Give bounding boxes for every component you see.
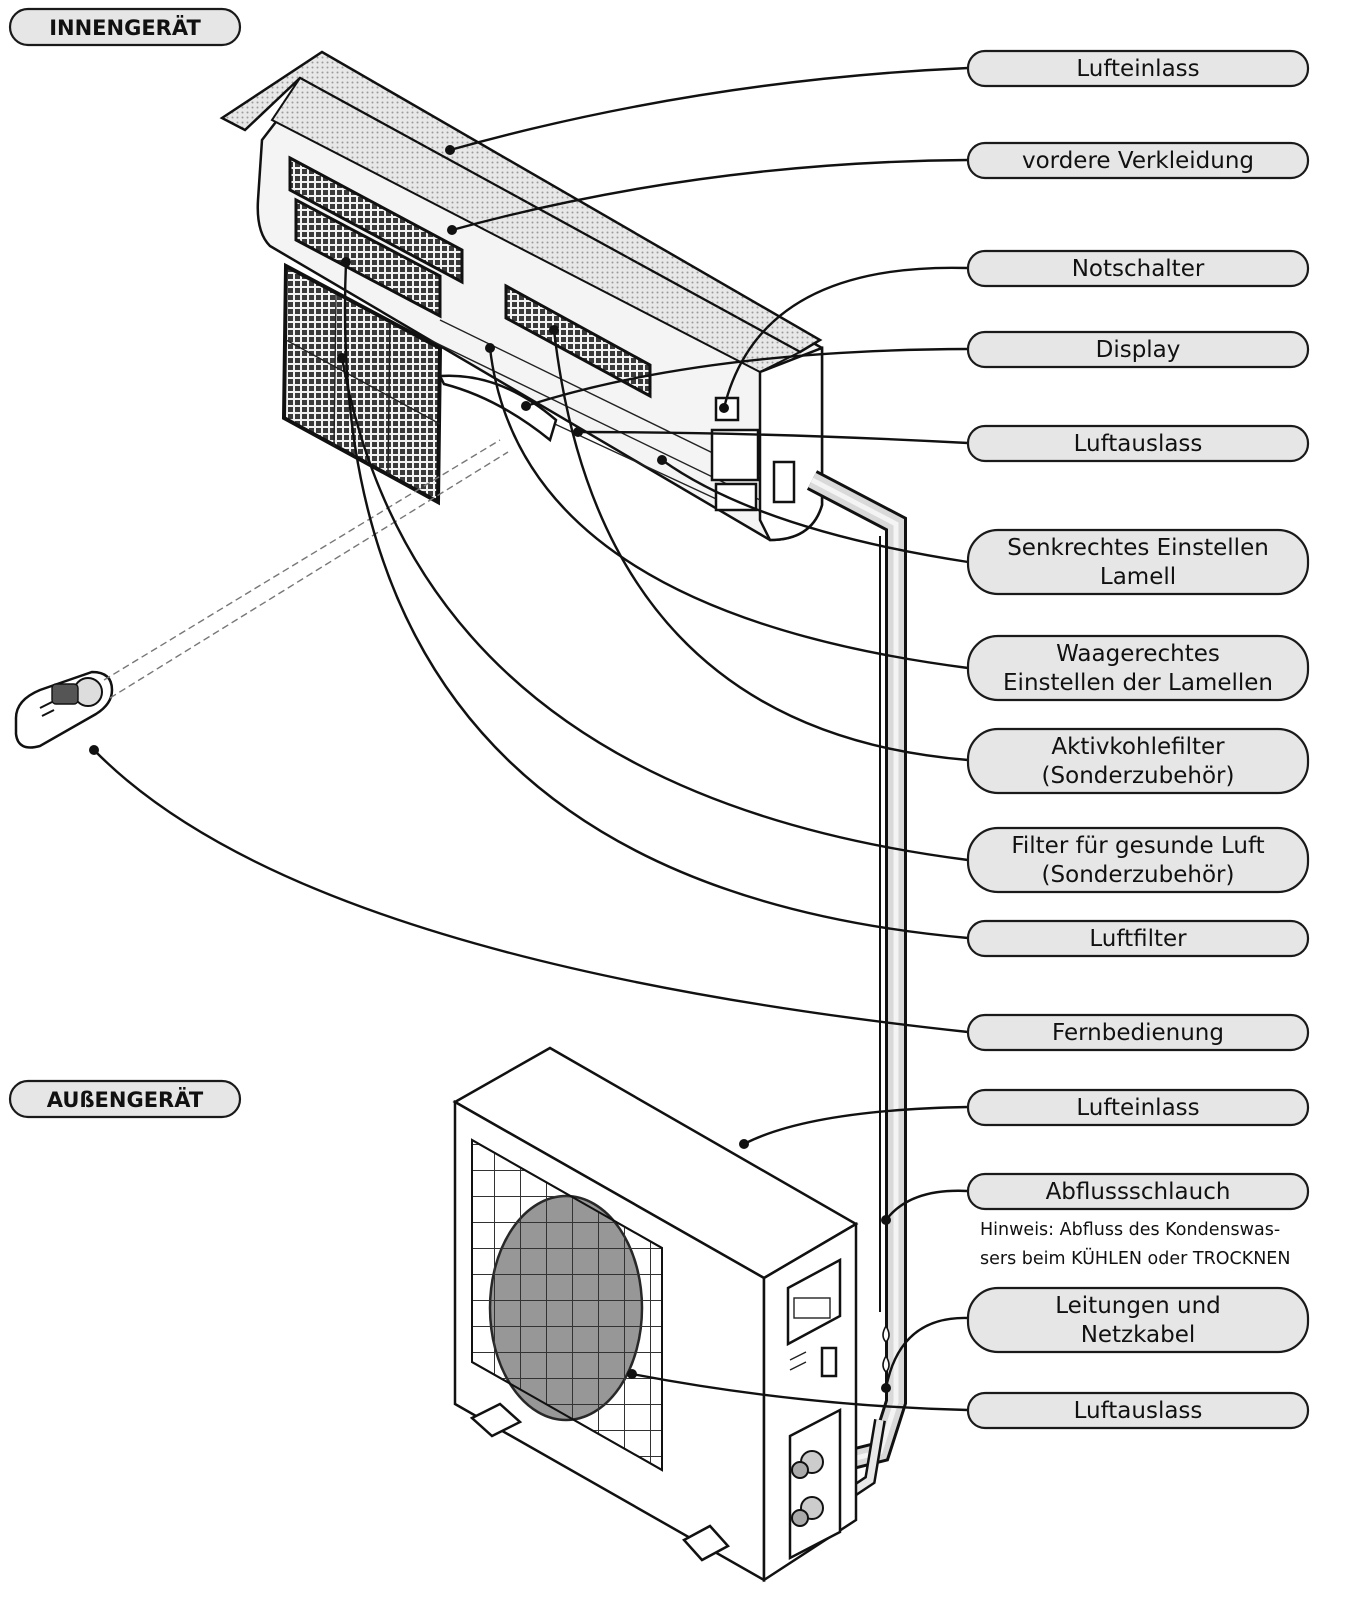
label-horizontal-louver: Waagerechtes Einstellen der Lamellen [966, 634, 1310, 702]
label-vertical-louver-line2: Lamell [1100, 564, 1176, 590]
label-health-filter-line1: Filter für gesunde Luft [1011, 833, 1264, 859]
label-carbon-filter-line2: (Sonderzubehör) [1042, 763, 1235, 789]
label-indoor-air-inlet: Lufteinlass [966, 49, 1310, 88]
label-carbon-filter-line1: Aktivkohlefilter [1051, 734, 1225, 760]
label-vertical-louver-line1: Senkrechtes Einstellen [1007, 535, 1269, 561]
section-outdoor-title: AUßENGERÄT [47, 1087, 204, 1112]
connecting-pipe [806, 470, 907, 1505]
drain-note-line1: Hinweis: Abfluss des Kondenswas- [980, 1220, 1280, 1240]
label-air-filter: Luftfilter [966, 919, 1310, 958]
label-remote-control: Fernbedienung [966, 1013, 1310, 1052]
label-horizontal-louver-line1: Waagerechtes [1056, 641, 1220, 667]
label-outdoor-air-outlet-text: Luftauslass [1074, 1398, 1203, 1424]
label-display: Display [966, 330, 1310, 369]
indoor-unit [219, 50, 824, 542]
section-indoor-title: INNENGERÄT [49, 15, 201, 40]
label-front-panel: vordere Verkleidung [966, 141, 1310, 180]
section-outdoor: AUßENGERÄT [8, 1079, 242, 1119]
label-carbon-filter: Aktivkohlefilter (Sonderzubehör) [966, 727, 1310, 795]
label-outdoor-air-inlet-text: Lufteinlass [1076, 1095, 1199, 1121]
section-indoor: INNENGERÄT [8, 7, 242, 47]
leader-lines [93, 66, 969, 1412]
remote-control-drawing [14, 670, 114, 749]
leader-dots [89, 145, 891, 1393]
drain-note: Hinweis: Abfluss des Kondenswas- sers be… [980, 1220, 1290, 1269]
label-emergency-switch: Notschalter [966, 249, 1310, 288]
label-outdoor-air-inlet: Lufteinlass [966, 1088, 1310, 1127]
label-horizontal-louver-line2: Einstellen der Lamellen [1003, 670, 1273, 696]
label-health-filter: Filter für gesunde Luft (Sonderzubehör) [966, 826, 1310, 894]
label-emergency-switch-text: Notschalter [1072, 256, 1205, 282]
label-front-panel-text: vordere Verkleidung [1022, 148, 1254, 174]
outdoor-unit [452, 1046, 859, 1583]
label-remote-control-text: Fernbedienung [1052, 1020, 1224, 1046]
label-pipes-cable: Leitungen und Netzkabel [966, 1286, 1310, 1354]
label-outdoor-air-outlet: Luftauslass [966, 1391, 1310, 1430]
label-drain-hose: Abflussschlauch [966, 1172, 1310, 1211]
label-drain-hose-text: Abflussschlauch [1046, 1179, 1231, 1205]
label-vertical-louver: Senkrechtes Einstellen Lamell [966, 528, 1310, 596]
label-indoor-air-outlet-text: Luftauslass [1074, 431, 1203, 457]
label-pipes-cable-line1: Leitungen und [1055, 1293, 1221, 1319]
drain-note-line2: sers beim KÜHLEN oder TROCKNEN [980, 1247, 1290, 1269]
label-indoor-air-inlet-text: Lufteinlass [1076, 56, 1199, 82]
label-display-text: Display [1096, 337, 1181, 363]
label-health-filter-line2: (Sonderzubehör) [1042, 862, 1235, 888]
label-indoor-air-outlet: Luftauslass [966, 424, 1310, 463]
label-air-filter-text: Luftfilter [1089, 926, 1187, 952]
label-pipes-cable-line2: Netzkabel [1081, 1322, 1196, 1348]
